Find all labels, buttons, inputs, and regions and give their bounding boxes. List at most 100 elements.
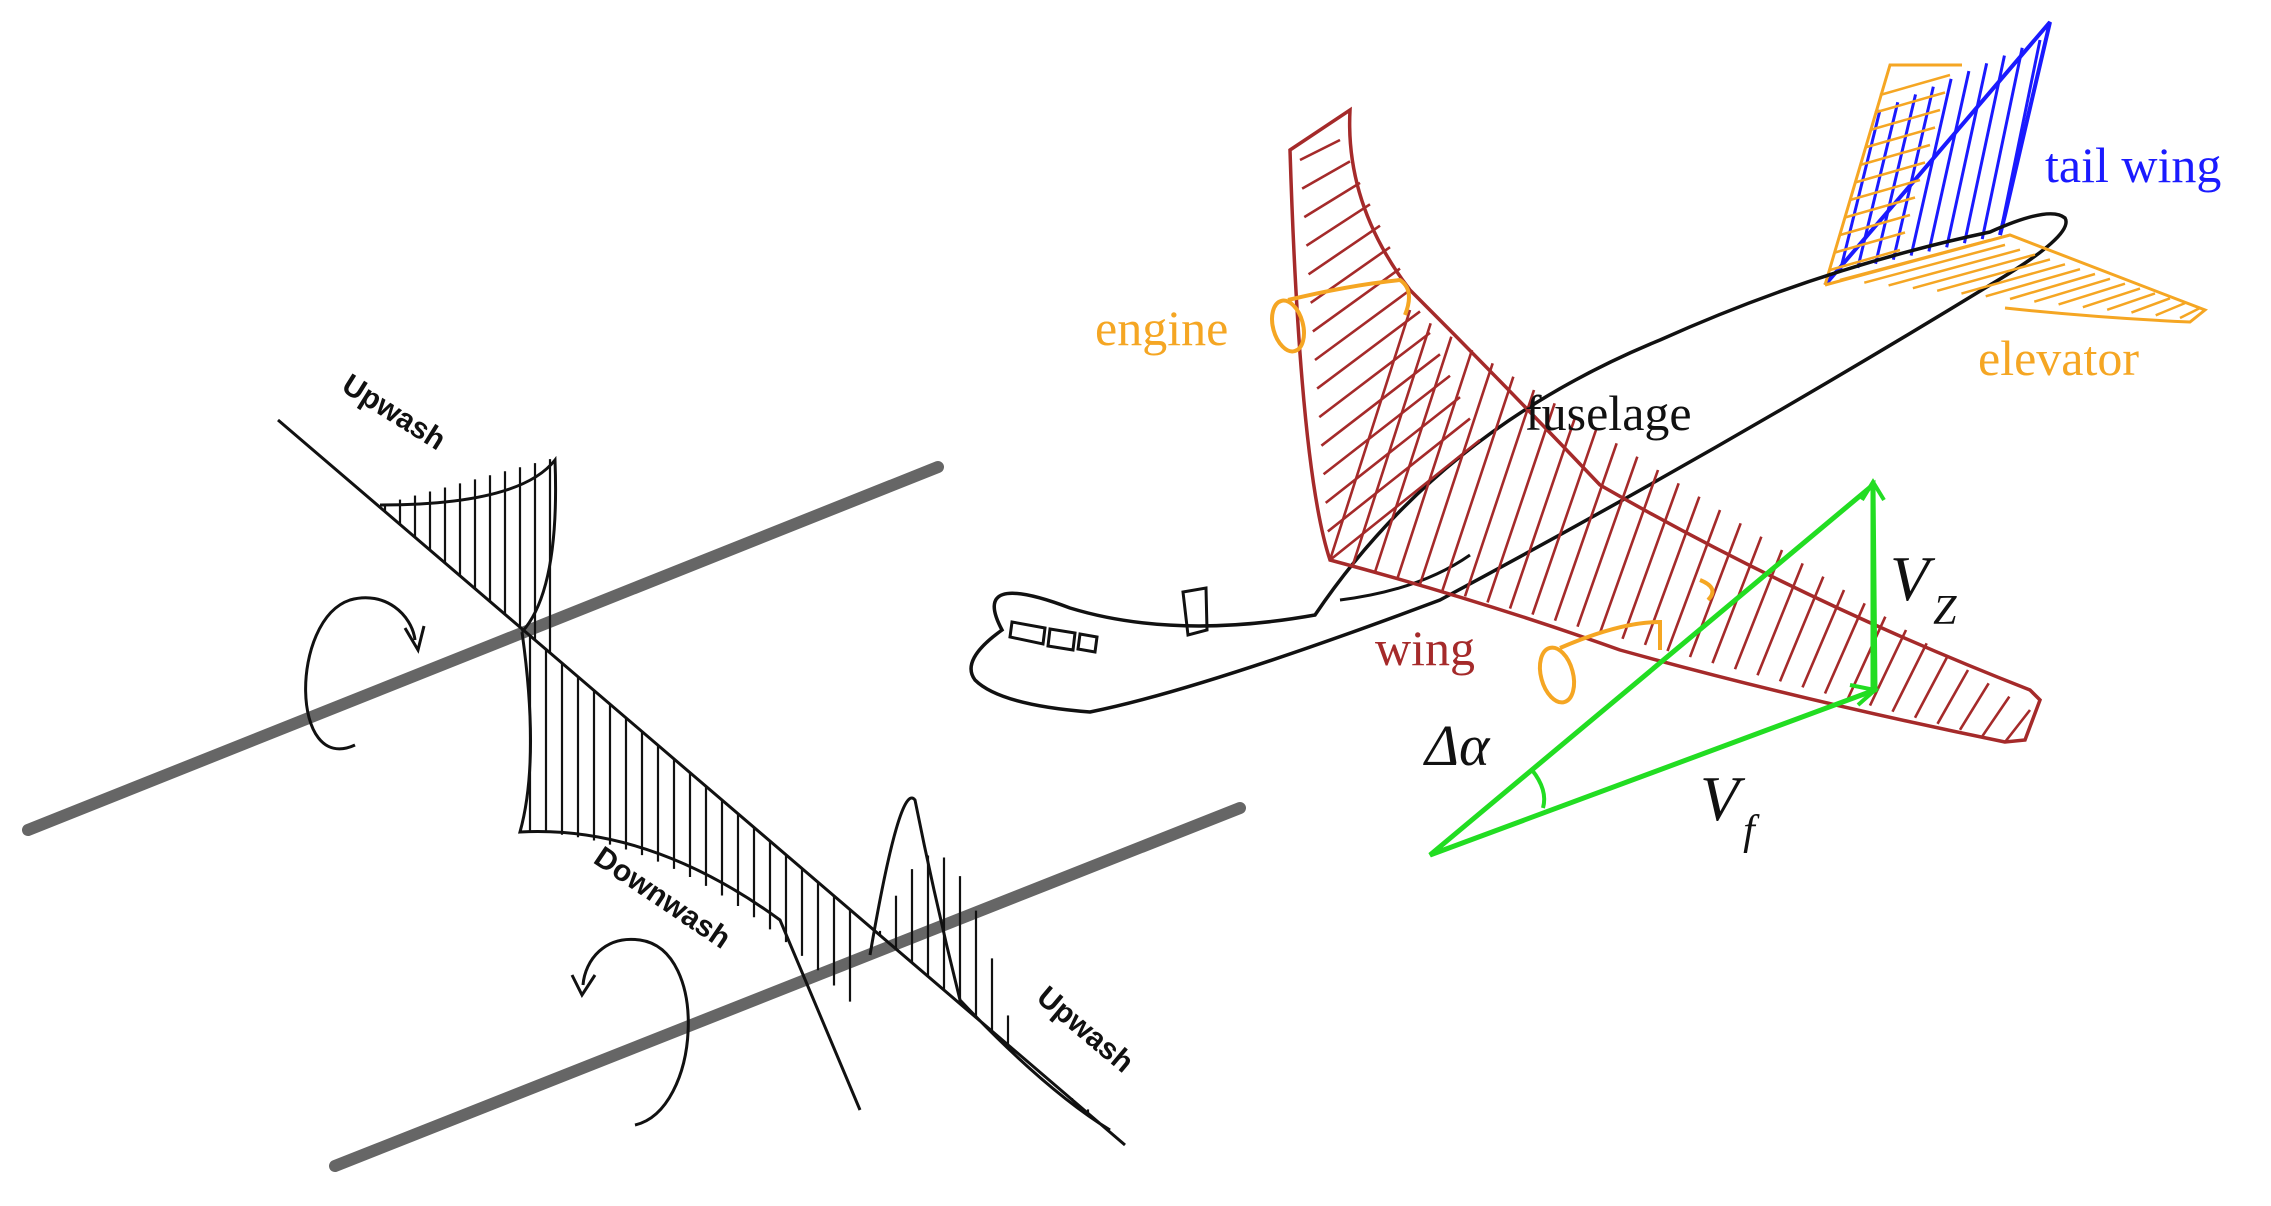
rudder-hatch-line: [1849, 178, 1921, 202]
wing-hatch-line: [1958, 682, 1990, 731]
elevator-hatch-line: [1888, 248, 2021, 287]
rotation-arrow-lower-head-icon: [570, 974, 597, 999]
velocity-triangle: VZ Vf Δα: [1423, 478, 1957, 858]
elevator-label: elevator: [1978, 330, 2139, 386]
wing-label: wing: [1375, 620, 1475, 676]
elevator-hatch-line: [2009, 272, 2096, 301]
engine-upper-pylon: [1287, 277, 1411, 316]
upwash-left-label: Upwash: [336, 368, 451, 457]
tail-wing-hatch-line: [1856, 101, 1900, 269]
rotation-arrow-upper-head-icon: [403, 625, 426, 654]
rudder-hatch-line: [1834, 231, 1906, 254]
rudder-hatch-line: [1854, 161, 1926, 184]
tail-wing-hatching: [1838, 39, 2042, 273]
wing-hatch-line: [1322, 374, 1451, 476]
angle-arc: [1530, 768, 1547, 809]
engine-lower-nacelle: [1537, 645, 1577, 705]
rudder-hatch-line: [1869, 108, 1941, 132]
wing-hatch-line: [1327, 417, 1471, 533]
vortex-line-upper: [22, 461, 944, 836]
cockpit-window-icon: [1046, 627, 1077, 652]
elevator-hatch-line: [2179, 306, 2201, 320]
velocity-triangle-lines: [1428, 479, 1878, 858]
tail-wing-label: tail wing: [2045, 137, 2221, 193]
engine-upper-nacelle: [1270, 298, 1306, 354]
wing-hatch-line: [1299, 138, 1341, 162]
wing-hatch-line: [1486, 402, 1556, 603]
tail-wing-hatch-line: [1891, 86, 1935, 261]
elevator-surface: [1824, 233, 2208, 324]
vf-arrow-icon: [1849, 683, 1880, 707]
elevator-hatch-line: [1936, 258, 2051, 293]
elevator-hatch-line: [1912, 253, 2036, 290]
downwash-label: Downwash: [588, 840, 736, 955]
engine-label: engine: [1095, 300, 1228, 356]
tail-wing-hatch-line: [1874, 94, 1918, 265]
wing-hatch-line: [1666, 509, 1722, 652]
elevator-hatch-line: [2082, 287, 2141, 309]
wing-hatch-line: [1418, 362, 1494, 585]
wing-hatch-line: [1508, 416, 1577, 609]
rudder-hatch-line: [1859, 143, 1931, 167]
elevator-hatch-line: [2033, 277, 2111, 303]
wake-profile: [277, 418, 1126, 1147]
wing-hatch-line: [1891, 642, 1928, 713]
wing-hatch-line: [1868, 629, 1908, 707]
wing-hatch-line: [1463, 389, 1536, 597]
wing-hatch-line: [1553, 442, 1618, 622]
delta-alpha-label: Δα: [1423, 713, 1491, 778]
aircraft-diagram: tail wing engine elevator fuselage wing: [969, 20, 2221, 744]
elevator-hatch-line: [2058, 282, 2126, 306]
elevator-hatch-line: [2130, 297, 2171, 314]
rudder-hatching: [1829, 73, 1951, 272]
wing-hatch-line: [1318, 331, 1431, 419]
wing-hatch-line: [1936, 669, 1970, 725]
elevator-hatch-line: [1961, 263, 2066, 295]
wing-hatch-line: [1316, 310, 1421, 390]
wing-hatch-line: [1303, 181, 1361, 219]
engine-lower: [1537, 619, 1662, 705]
engine-upper: [1270, 277, 1411, 354]
elevator-hatch-line: [1985, 267, 2081, 298]
wing-hatch-line: [1328, 309, 1412, 561]
vf-label: Vf: [1700, 763, 1760, 854]
rudder-hatch-line: [1864, 126, 1936, 149]
engine-lower-pylon: [1559, 619, 1662, 650]
rotation-arrow-lower-icon: [581, 937, 690, 1127]
wing-hatch-line: [1307, 224, 1381, 276]
wing-hatch-line: [1305, 203, 1371, 247]
elevator-hatch-line: [2155, 301, 2186, 317]
tail-wing-hatch-line: [1909, 78, 1953, 256]
wing-hatch-line: [1373, 336, 1453, 573]
elevator-hatch-line: [2106, 292, 2156, 312]
wing-hatch-line: [1913, 656, 1949, 719]
engine-lower-fairing: [1699, 578, 1715, 602]
wing-hatch-line: [1314, 288, 1411, 362]
upwash-right-label: Upwash: [1031, 980, 1140, 1079]
wing-hatch-line: [1531, 429, 1598, 616]
wing-hatch-line: [1312, 267, 1401, 333]
door-icon: [1181, 586, 1209, 637]
wing-hatching: [1299, 138, 2032, 743]
wing-hatch-line: [1981, 695, 2011, 737]
tail-wing-hatch-line: [1962, 55, 2006, 244]
rudder-outline: [1823, 63, 1962, 286]
vortex-wake-diagram: Upwash Downwash Upwash: [22, 368, 1246, 1172]
wing-hatch-line: [2003, 709, 2032, 743]
rudder-hatch-line: [1839, 213, 1911, 237]
vz-arrow-icon: [1860, 478, 1886, 502]
cockpit-window-icon: [1076, 632, 1099, 654]
wing-hatch-line: [1756, 562, 1804, 676]
wing-outline: [1288, 106, 2043, 744]
cockpit-window-icon: [1008, 620, 1047, 646]
tail-wing-hatch-line: [1998, 39, 2042, 236]
wing-hatch-line: [1396, 349, 1474, 579]
wing-hatch-line: [1329, 438, 1481, 562]
elevator-hatching: [1839, 238, 2201, 320]
wing-hatch-line: [1823, 602, 1866, 694]
rudder-hatch-line: [1829, 248, 1901, 272]
wake-hatching: [383, 459, 1090, 1114]
tail-wing-hatch-line: [1838, 109, 1882, 273]
